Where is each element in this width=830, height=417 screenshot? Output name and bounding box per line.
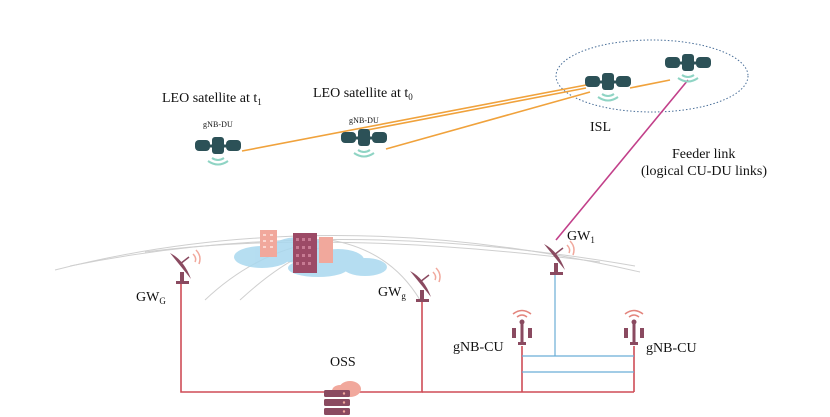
radio-tower-icon [511, 309, 533, 346]
satellite-icon [584, 72, 632, 102]
isl-label: ISL [590, 120, 611, 135]
cu-links [522, 274, 634, 373]
satellite-links [241, 79, 671, 152]
oss-label: OSS [330, 355, 356, 370]
gnb-du-label: gNB-DU [349, 116, 379, 125]
gwg-label: GWg [378, 286, 406, 301]
isl-cluster-ellipse [555, 39, 749, 113]
gwG-subscript: G [159, 296, 166, 306]
leo-t1-subscript: 1 [257, 97, 262, 107]
gnb-du-label: gNB-DU [203, 120, 233, 129]
feeder-link-sublabel: (logical CU-DU links) [641, 164, 767, 179]
gwG-label: GWG [136, 291, 166, 306]
feeder-link-label: Feeder link [672, 147, 736, 162]
gw1-subscript: 1 [590, 235, 595, 245]
satellite-icon [194, 136, 242, 166]
ground-links [180, 282, 635, 393]
satellite-icon [664, 53, 712, 83]
building-icon [260, 230, 333, 273]
gwG-text: GW [136, 290, 160, 305]
radio-tower-icon [623, 309, 645, 346]
leo-satellite-t0-label: LEO satellite at t0 [313, 87, 413, 102]
gnb-cu-right-label: gNB-CU [646, 341, 697, 356]
feeder-link-line [555, 79, 689, 241]
leo-t0-text: LEO satellite at t [313, 86, 409, 101]
dish-antenna-icon [409, 267, 441, 303]
gw1-label: GW1 [567, 230, 595, 245]
gw1-text: GW [567, 229, 591, 244]
gwg-subscript: g [401, 291, 406, 301]
server-cloud-icon [324, 381, 361, 415]
leo-t0-subscript: 0 [408, 92, 413, 102]
leo-satellite-t1-label: LEO satellite at t1 [162, 92, 262, 107]
dish-antenna-icon [169, 249, 201, 285]
leo-t1-text: LEO satellite at t [162, 91, 258, 106]
satellite-icon [340, 128, 388, 158]
gnb-cu-left-label: gNB-CU [453, 340, 504, 355]
gwg-text: GW [378, 285, 402, 300]
